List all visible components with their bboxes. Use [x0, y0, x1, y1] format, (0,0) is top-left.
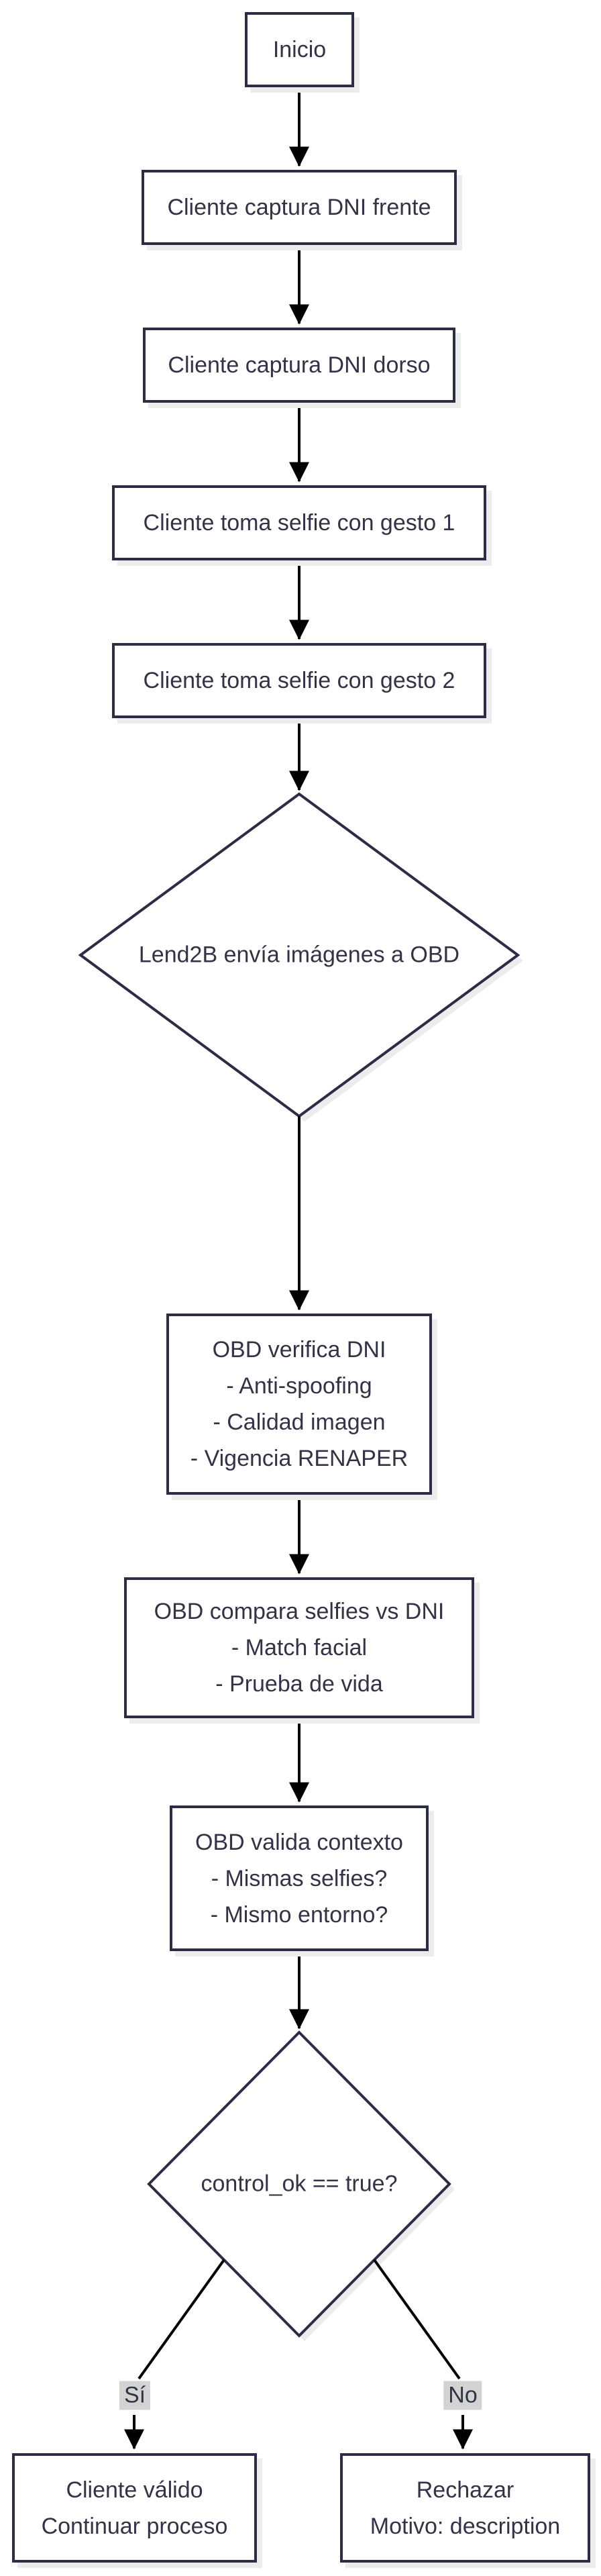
node-selfie-gesto-1: Cliente toma selfie con gesto 1: [112, 485, 486, 560]
decision-ok-label: control_ok == true?: [201, 2171, 398, 2197]
node-verifica-dni-line-1: OBD verifica DNI: [212, 1337, 386, 1363]
node-verifica-dni-line-2: - Anti-spoofing: [226, 1373, 372, 1399]
node-verifica-dni-line-3: - Calidad imagen: [213, 1409, 386, 1435]
node-valida-contexto-line-3: - Mismo entorno?: [210, 1901, 388, 1928]
node-rechazar-line-1: Rechazar: [416, 2477, 514, 2503]
node-cliente-valido-line-2: Continuar proceso: [41, 2513, 228, 2539]
node-captura-dni-frente: Cliente captura DNI frente: [142, 170, 457, 245]
node-compara-selfies-line-3: - Prueba de vida: [215, 1671, 383, 1697]
node-cliente-valido-line-1: Cliente válido: [66, 2477, 203, 2503]
node-rechazar: Rechazar Motivo: description: [340, 2453, 590, 2563]
node-rechazar-line-2: Motivo: description: [370, 2513, 561, 2539]
decision-send-label: Lend2B envía imágenes a OBD: [138, 942, 460, 968]
node-selfie-gesto-2-label: Cliente toma selfie con gesto 2: [143, 668, 455, 693]
node-captura-dni-frente-label: Cliente captura DNI frente: [167, 195, 431, 220]
node-verifica-dni-line-4: - Vigencia RENAPER: [190, 1446, 408, 1471]
node-compara-selfies-line-2: - Match facial: [231, 1635, 368, 1661]
node-valida-contexto-line-2: - Mismas selfies?: [211, 1865, 388, 1891]
node-inicio: Inicio: [245, 12, 354, 87]
node-cliente-valido: Cliente válido Continuar proceso: [12, 2453, 257, 2563]
node-valida-contexto: OBD valida contexto - Mismas selfies? - …: [170, 1805, 429, 1951]
edge-label-si: Sí: [119, 2381, 151, 2410]
edge-yes-diagonal: [138, 2259, 225, 2380]
node-verifica-dni: OBD verifica DNI - Anti-spoofing - Calid…: [166, 1314, 432, 1495]
node-valida-contexto-line-1: OBD valida contexto: [195, 1829, 403, 1855]
node-captura-dni-dorso: Cliente captura DNI dorso: [143, 328, 455, 403]
edge-no-diagonal: [373, 2259, 461, 2380]
node-inicio-label: Inicio: [272, 37, 327, 62]
node-compara-selfies-line-1: OBD compara selfies vs DNI: [154, 1599, 445, 1624]
node-compara-selfies: OBD compara selfies vs DNI - Match facia…: [124, 1577, 474, 1718]
node-selfie-gesto-1-label: Cliente toma selfie con gesto 1: [143, 510, 455, 536]
node-captura-dni-dorso-label: Cliente captura DNI dorso: [168, 352, 431, 378]
node-selfie-gesto-2: Cliente toma selfie con gesto 2: [112, 643, 486, 718]
edge-label-no: No: [443, 2381, 482, 2410]
